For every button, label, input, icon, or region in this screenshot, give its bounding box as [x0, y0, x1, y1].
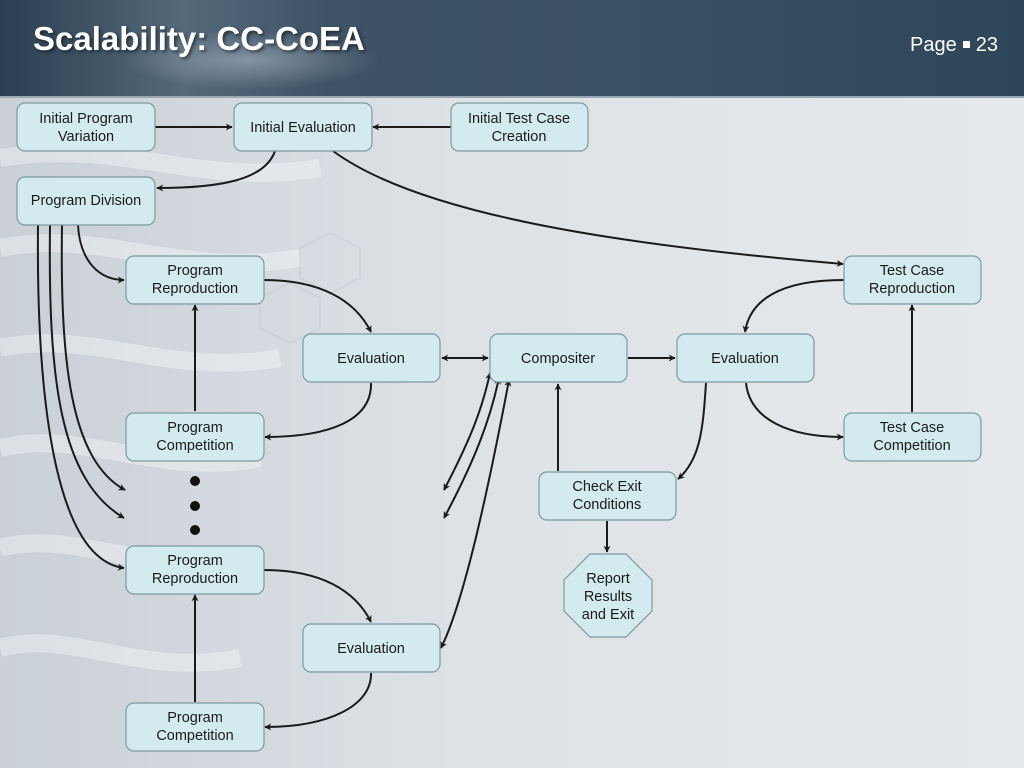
- node-label-line: Program Division: [31, 193, 141, 209]
- node-evaluation-2: Evaluation: [302, 623, 441, 673]
- bullet-icon: [962, 41, 970, 48]
- edges: [36, 123, 916, 731]
- node-label-line: Test Case: [880, 263, 944, 279]
- page-indicator: Page 23: [910, 34, 998, 57]
- edge-initial-eval-to-division: [156, 150, 276, 192]
- edge-eval2-to-competition2: [264, 672, 373, 731]
- node-evaluation-1: Evaluation: [302, 333, 441, 383]
- edge-dots-b-composer: [443, 377, 502, 519]
- node-label-line: Program: [167, 710, 223, 726]
- node-label-line: Variation: [58, 129, 114, 145]
- node-label-line: Initial Test Case: [468, 111, 570, 127]
- node-label-line: Creation: [492, 129, 547, 145]
- node-test-case-reproduction: Test Case Reproduction: [843, 255, 982, 305]
- node-test-case-competition: Test Case Competition: [843, 412, 982, 462]
- node-label-line: Program: [167, 420, 223, 436]
- node-label-line: Report: [586, 571, 630, 587]
- node-label-line: Conditions: [573, 497, 642, 513]
- node-label-line: Results: [584, 589, 632, 605]
- edge-division-to-dots-a: [60, 224, 126, 491]
- node-program-competition-2: Program Competition: [125, 702, 265, 752]
- edge-initial-eval-to-testcase-repro: [332, 150, 844, 267]
- node-initial-program-variation: Initial Program Variation: [16, 102, 156, 152]
- node-label-line: Check Exit: [572, 479, 641, 495]
- node-program-reproduction-1: Program Reproduction: [125, 255, 265, 305]
- page-label: Page: [910, 34, 957, 56]
- node-initial-test-case-creation: Initial Test Case Creation: [450, 102, 589, 152]
- edge-division-to-repro1: [77, 224, 125, 284]
- node-label-line: Competition: [156, 728, 233, 744]
- node-label-line: Program: [167, 263, 223, 279]
- page-number: 23: [975, 34, 998, 56]
- node-label-line: Initial Program: [39, 111, 132, 127]
- node-label-line: Reproduction: [152, 571, 238, 587]
- node-program-competition-1: Program Competition: [125, 412, 265, 462]
- node-label-line: Evaluation: [337, 641, 405, 657]
- edge-testrepro-to-eval-test: [742, 279, 845, 333]
- slide-header: Scalability: CC-CoEA Page 23: [0, 0, 1024, 98]
- edge-repro1-to-eval1: [263, 279, 372, 333]
- node-evaluation-test: Evaluation: [676, 333, 815, 383]
- node-label-line: Initial Evaluation: [250, 120, 356, 136]
- node-label-line: Program: [167, 553, 223, 569]
- node-label-line: Test Case: [880, 420, 944, 436]
- node-report-results-exit: Report Results and Exit: [563, 553, 653, 638]
- edge-division-to-dots-b: [48, 224, 125, 519]
- edge-eval1-to-competition1: [264, 382, 373, 441]
- ellipsis-dots: [190, 476, 200, 535]
- edge-repro2-to-eval2: [263, 569, 372, 623]
- ellipsis-dot: [190, 525, 200, 535]
- node-label-line: Competition: [156, 438, 233, 454]
- edge-division-to-repro2: [36, 224, 125, 571]
- node-check-exit-conditions: Check Exit Conditions: [538, 471, 677, 521]
- node-initial-evaluation: Initial Evaluation: [233, 102, 373, 152]
- ellipsis-dot: [190, 476, 200, 486]
- slide-title: Scalability: CC-CoEA: [33, 20, 365, 57]
- edge-eval-test-to-testcomp: [745, 382, 844, 441]
- node-program-division: Program Division: [16, 176, 156, 226]
- node-label-line: Compositer: [521, 351, 595, 367]
- node-label-line: Competition: [873, 438, 950, 454]
- node-composer: Compositer: [489, 333, 628, 383]
- node-label-line: and Exit: [582, 607, 634, 623]
- node-label-line: Evaluation: [337, 351, 405, 367]
- edge-eval2-composer: [440, 379, 512, 649]
- node-label-line: Reproduction: [152, 281, 238, 297]
- edge-eval-test-to-check-exit: [677, 382, 707, 480]
- node-label-line: Evaluation: [711, 351, 779, 367]
- node-label-line: Reproduction: [869, 281, 955, 297]
- ellipsis-dot: [190, 501, 200, 511]
- node-program-reproduction-2: Program Reproduction: [125, 545, 265, 595]
